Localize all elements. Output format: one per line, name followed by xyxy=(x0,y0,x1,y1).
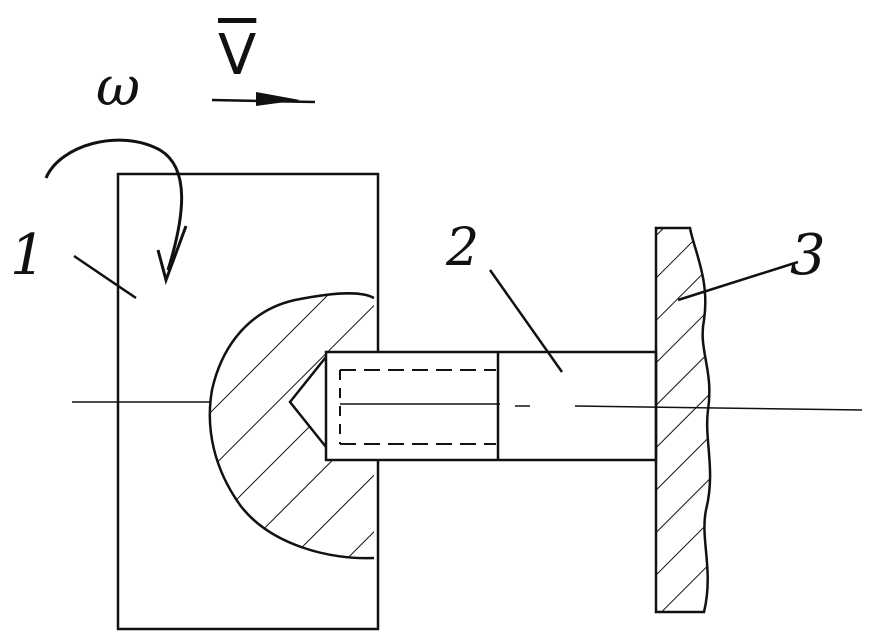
part-3-label: 3 xyxy=(790,223,826,288)
center-axis-line xyxy=(72,401,863,411)
part-2-label: 2 xyxy=(446,218,480,278)
rod-workpiece xyxy=(324,350,658,462)
leader-line-2 xyxy=(488,269,564,373)
omega-label: ω xyxy=(96,55,141,118)
part-1-label: 1 xyxy=(10,223,46,288)
leader-line-3 xyxy=(677,260,799,302)
velocity-label: V xyxy=(218,23,257,88)
fixed-plate xyxy=(654,226,712,614)
velocity-arrow xyxy=(211,92,316,106)
rotation-arrow xyxy=(44,138,188,285)
leader-line-1 xyxy=(73,254,137,300)
